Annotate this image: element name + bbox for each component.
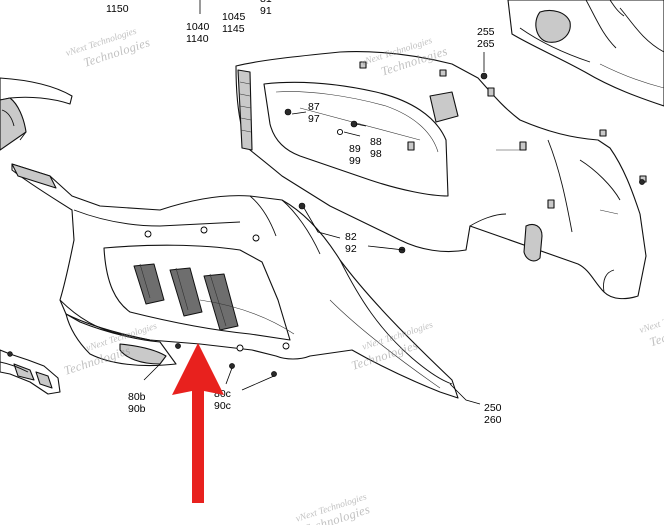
callout-1040-1140: 1040 1140	[186, 21, 212, 45]
callout-labels: 1150 1040 1140 1045 1145 81 91 255 265 8…	[106, 0, 504, 426]
callout-250-260: 250 260	[484, 402, 504, 426]
top-right-body-panel	[507, 0, 664, 107]
callout-81-91: 81 91	[260, 0, 275, 17]
callout-88-98: 88 98	[370, 136, 385, 160]
pointer-arrow-icon	[172, 343, 224, 503]
leader-lines	[143, 0, 485, 405]
callout-89-99: 89 99	[349, 143, 364, 167]
callout-1045-1145: 1045 1145	[222, 11, 248, 35]
left-side-panel	[11, 163, 459, 399]
callout-80b-90b: 80b 90b	[128, 391, 148, 415]
lower-left-fragment	[0, 349, 61, 395]
callout-82-92: 82 92	[345, 231, 360, 255]
top-left-panel-fragment	[0, 77, 73, 151]
callout-255-265: 255 265	[477, 26, 497, 50]
callout-87-97: 87 97	[308, 101, 323, 125]
fasteners	[7, 72, 645, 377]
callout-1150: 1150	[106, 3, 129, 15]
upper-side-panel	[235, 51, 647, 300]
